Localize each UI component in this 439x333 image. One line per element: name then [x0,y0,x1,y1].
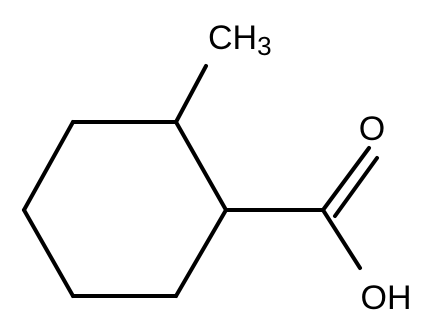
ring-bond-6 [174,120,228,212]
methyl-bond [174,64,208,124]
carbonyl-double-bond-inner [333,156,379,218]
hydroxyl-bond [321,208,362,270]
cyclohexane-ring [22,120,228,298]
carbonyl-oxygen-label: O [359,110,385,148]
ring-bond-3 [22,208,75,298]
methyl-label-subscript: 3 [257,31,271,61]
methyl-label: CH3 [208,19,272,61]
methyl-label-main: CH [208,19,257,57]
hydroxyl-label: OH [361,279,412,317]
ring-bond-2 [22,120,75,212]
carbonyl-double-bond-outer [321,146,371,212]
ring-bond-5 [174,208,228,298]
